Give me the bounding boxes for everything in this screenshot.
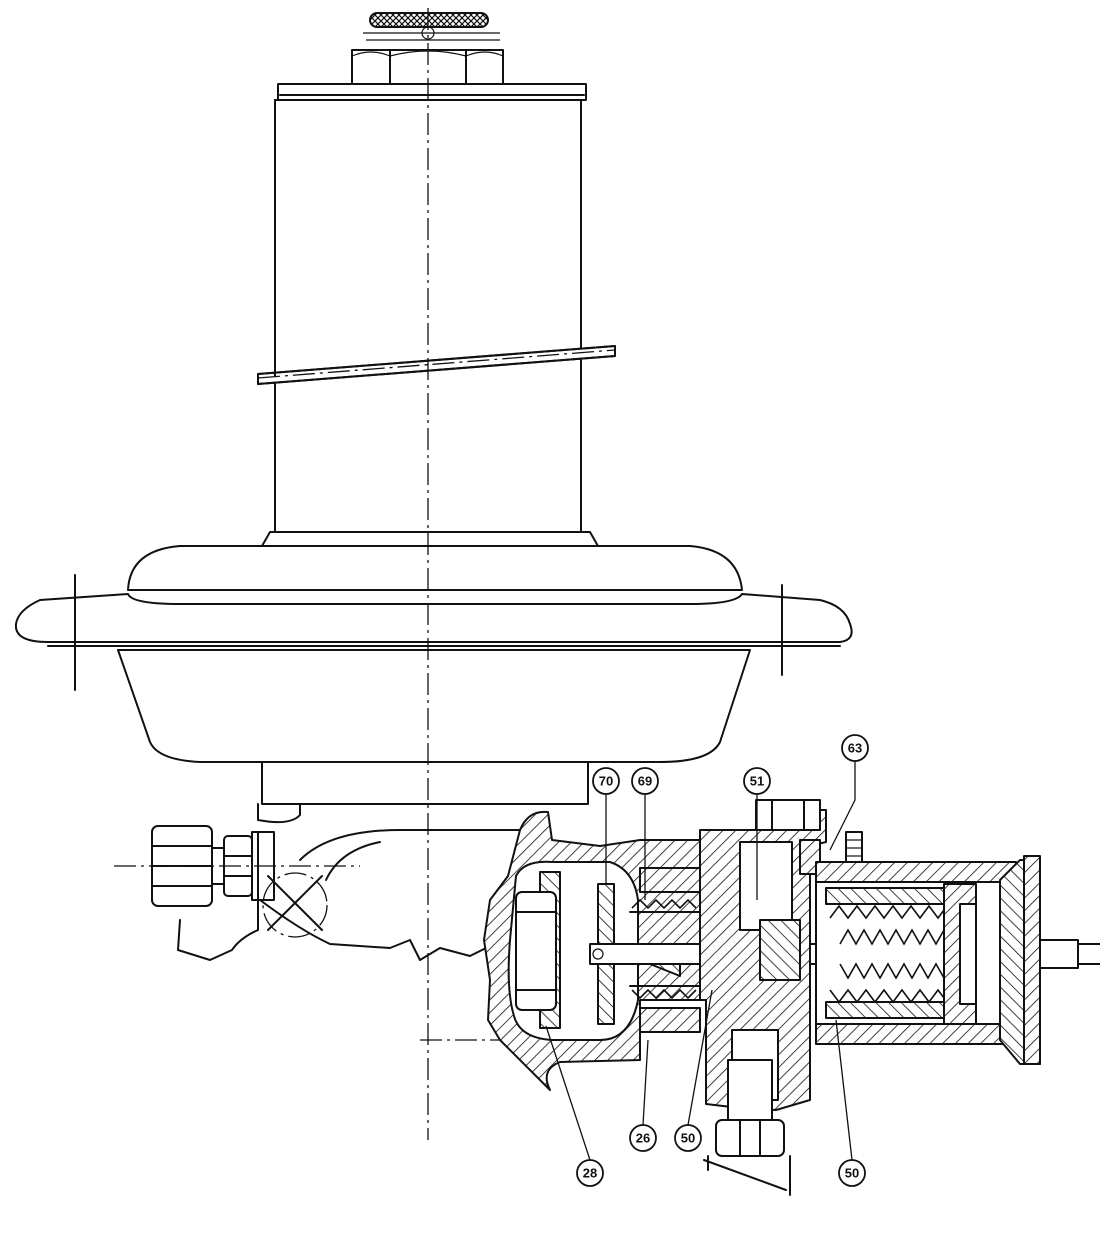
callout-28-label: 28 — [583, 1166, 597, 1181]
callout-26-label: 26 — [636, 1131, 650, 1146]
callout-51: 51 — [743, 767, 771, 900]
callout-50-left-label: 50 — [681, 1131, 695, 1146]
spring-housing — [257, 83, 616, 533]
callout-26: 26 — [629, 1039, 657, 1152]
callout-63: 63 — [829, 734, 869, 851]
callout-50-right-label: 50 — [845, 1166, 859, 1181]
callout-51-label: 51 — [750, 774, 764, 789]
callout-28: 28 — [545, 1025, 604, 1187]
diaphragm-case — [14, 531, 853, 805]
valve-body — [177, 803, 521, 961]
callout-70-label: 70 — [599, 774, 613, 789]
centre-lines — [114, 8, 616, 1140]
callout-63-label: 63 — [848, 741, 862, 756]
right-spring-cylinder — [815, 831, 1041, 1065]
outlet-fitting — [703, 1059, 791, 1196]
callout-70: 70 — [592, 767, 620, 884]
adjusting-knob — [363, 12, 500, 41]
callout-50-left: 50 — [674, 989, 713, 1152]
callout-50-right: 50 — [835, 1019, 866, 1187]
callout-69-label: 69 — [638, 774, 652, 789]
callout-69: 69 — [631, 767, 659, 900]
